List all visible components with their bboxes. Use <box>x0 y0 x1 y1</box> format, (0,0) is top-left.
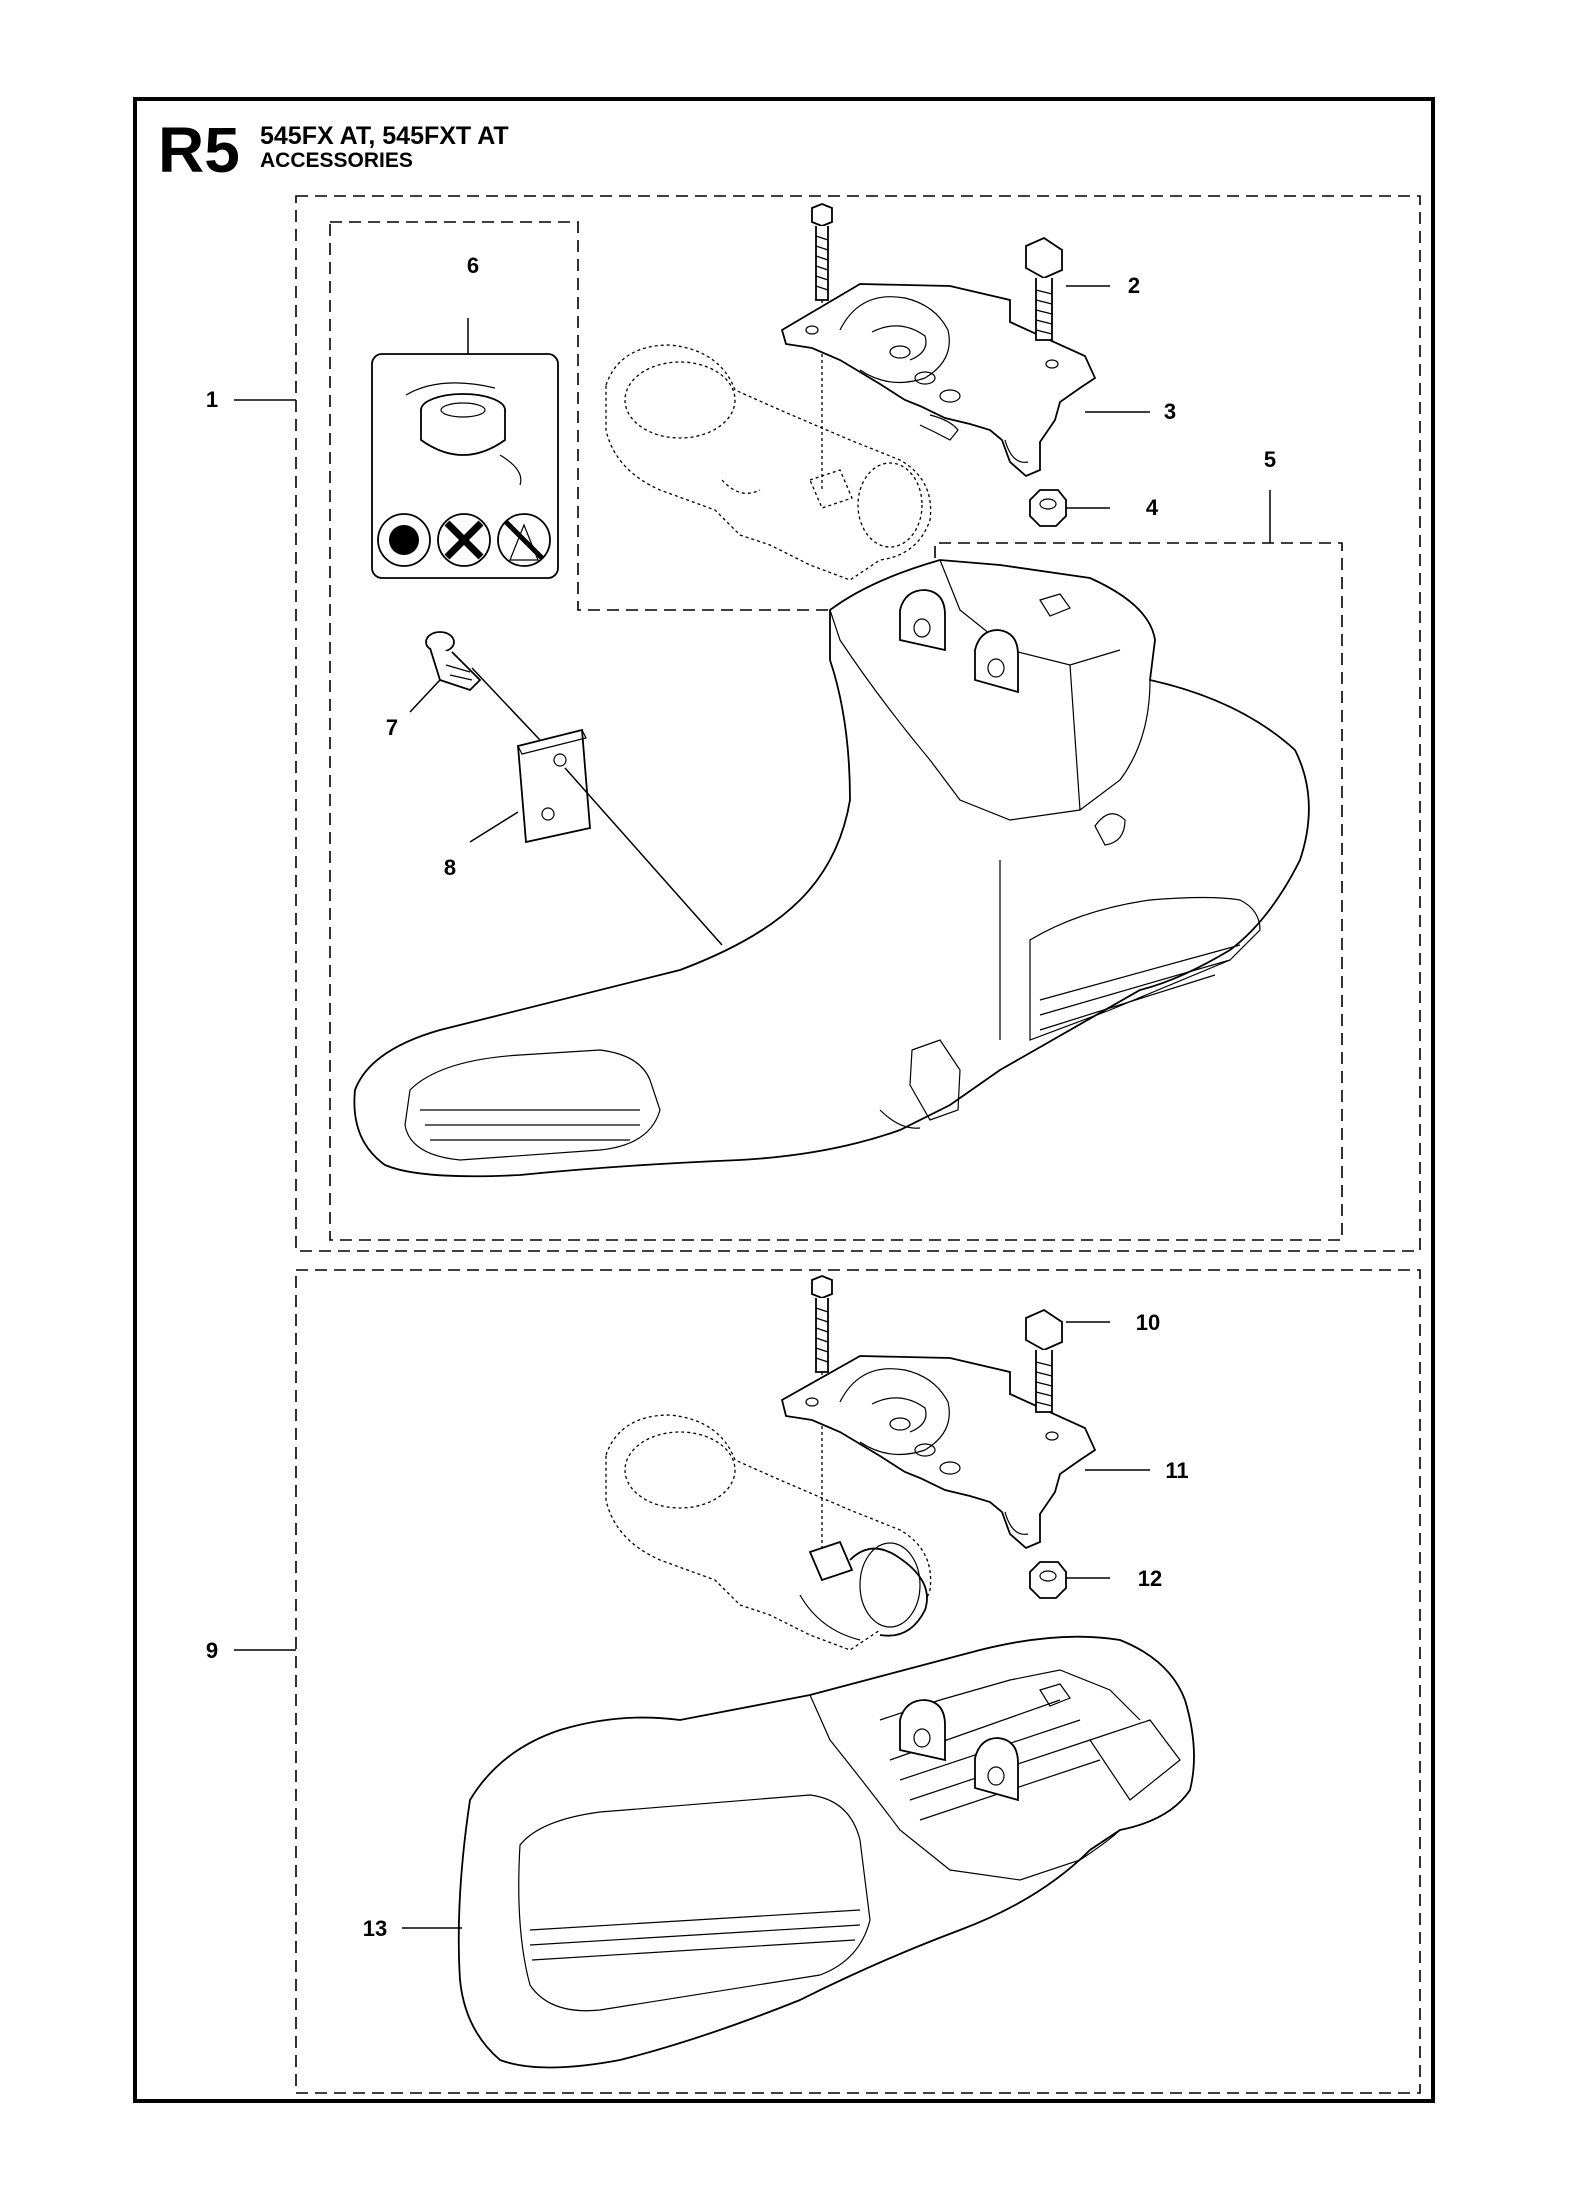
kit-1-boundary <box>295 195 1421 1252</box>
callout-1: 1 <box>206 387 218 412</box>
gearbox-housing-lower <box>605 1414 932 1651</box>
callout-3: 3 <box>1164 399 1176 424</box>
nut-part-12 <box>1029 1561 1067 1599</box>
lower-bracket-assembly <box>780 1275 1097 1564</box>
trimmer-guard-part-5 <box>353 559 1310 1178</box>
upper-bracket-assembly <box>780 203 1097 490</box>
callout-9: 9 <box>206 1638 218 1663</box>
kit-1-inner-boundary <box>329 221 1343 1241</box>
clamp-bolt-part-10 <box>1025 1308 1063 1413</box>
page-frame <box>133 97 1435 2103</box>
model-title: 545FX AT, 545FXT AT <box>260 122 509 150</box>
kit-9-boundary <box>295 1269 1421 2094</box>
callout-10: 10 <box>1136 1310 1160 1335</box>
callout-11: 11 <box>1165 1458 1188 1483</box>
callout-7: 7 <box>386 715 398 740</box>
clamp-bolt-part-2 <box>1025 236 1063 341</box>
callout-4: 4 <box>1146 495 1159 520</box>
trimmer-head-decal <box>371 353 559 579</box>
callout-12: 12 <box>1138 1566 1162 1591</box>
callout-5: 5 <box>1264 447 1276 472</box>
callout-13: 13 <box>363 1916 387 1941</box>
page-code: R5 <box>158 114 240 186</box>
callout-8: 8 <box>444 855 456 880</box>
gearbox-housing-upper <box>605 344 932 581</box>
callout-2: 2 <box>1128 273 1140 298</box>
screw-part-7 <box>425 631 482 692</box>
trimmer-guard-part-13 <box>457 1635 1195 2069</box>
section-title: ACCESSORIES <box>260 149 413 172</box>
plate-part-8 <box>517 728 591 844</box>
nut-part-4 <box>1029 489 1067 527</box>
callout-6: 6 <box>467 253 479 278</box>
